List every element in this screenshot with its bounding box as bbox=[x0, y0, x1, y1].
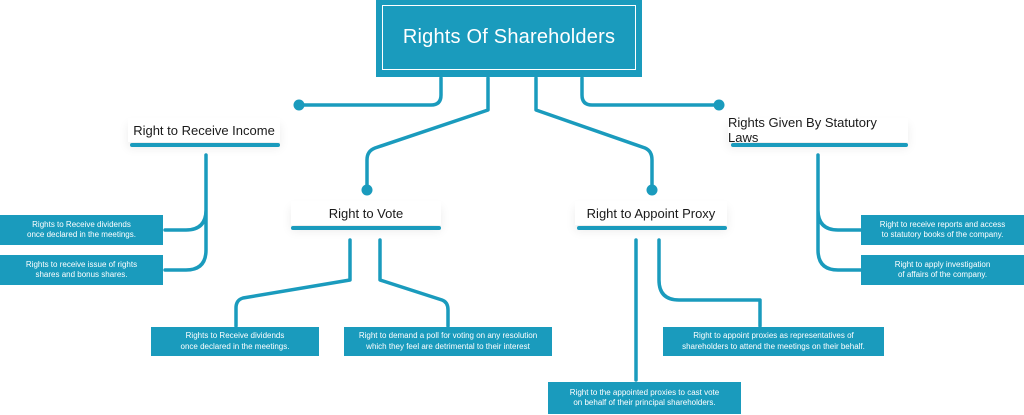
connector-vote-item2 bbox=[378, 238, 450, 328]
category-statutory-label: Rights Given By Statutory Laws bbox=[728, 115, 908, 145]
category-income-label: Right to Receive Income bbox=[128, 118, 280, 142]
vote-item-dividends: Rights to Receive dividends once declare… bbox=[151, 327, 319, 356]
income-item-dividends: Rights to Receive dividends once declare… bbox=[0, 215, 163, 245]
category-statutory-underline bbox=[731, 143, 908, 147]
income-item-rights-shares: Rights to receive issue of rights shares… bbox=[0, 255, 163, 285]
category-income-underline bbox=[130, 143, 280, 147]
category-vote-label: Right to Vote bbox=[291, 201, 441, 225]
statutory-item-reports: Right to receive reports and access to s… bbox=[861, 215, 1024, 245]
statutory-item-investigation: Right to apply investigation of affairs … bbox=[861, 255, 1024, 285]
connector-title-vote bbox=[365, 76, 490, 190]
connector-title-income bbox=[298, 76, 443, 107]
title-frame: Rights Of Shareholders bbox=[382, 5, 636, 70]
proxy-item-appoint-representatives: Right to appoint proxies as representati… bbox=[663, 327, 884, 356]
connector-title-statutory bbox=[580, 76, 720, 107]
connector-dot-income bbox=[293, 99, 305, 111]
connector-dot-vote bbox=[361, 184, 373, 196]
connector-dot-proxy bbox=[646, 184, 658, 196]
vote-item-demand-poll: Right to demand a poll for voting on any… bbox=[344, 327, 552, 356]
connector-title-proxy bbox=[534, 76, 654, 190]
connector-statutory-items bbox=[816, 153, 863, 272]
diagram-title: Rights Of Shareholders bbox=[402, 26, 616, 48]
connector-proxy-item2 bbox=[657, 238, 762, 328]
connector-income-items bbox=[163, 153, 208, 272]
title-box: Rights Of Shareholders bbox=[376, 0, 642, 77]
proxy-item-cast-vote: Right to the appointed proxies to cast v… bbox=[548, 382, 741, 414]
category-vote-underline bbox=[291, 226, 441, 230]
connector-vote-item1 bbox=[234, 238, 352, 328]
category-proxy-underline bbox=[577, 226, 727, 230]
category-proxy-label: Right to Appoint Proxy bbox=[575, 201, 727, 225]
connector-dot-statutory bbox=[713, 99, 725, 111]
